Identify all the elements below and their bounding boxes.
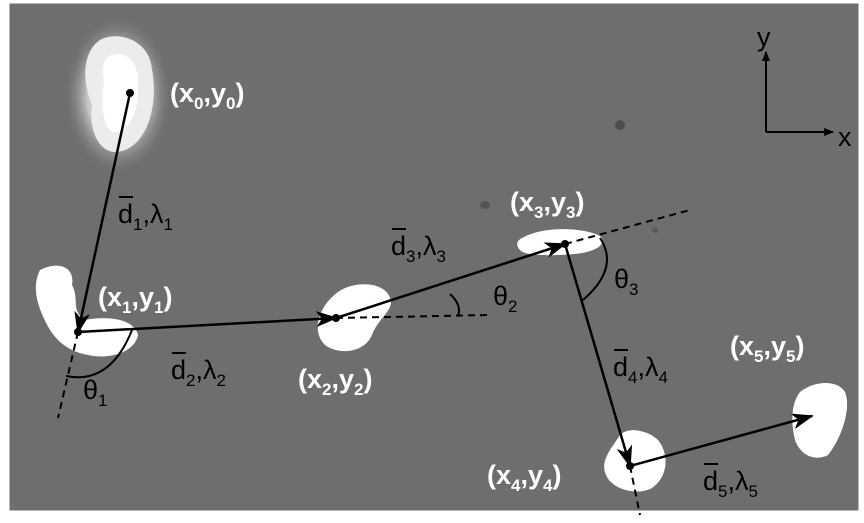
centroid-2 <box>332 314 340 322</box>
step3-arrow <box>335 242 567 320</box>
angle-label-3: θ3 <box>614 264 639 299</box>
svg-text:d4,λ4: d4,λ4 <box>613 352 668 387</box>
step-label-3: d3,λ3 <box>391 228 446 266</box>
x-axis-label: x <box>838 122 852 152</box>
angle3-reference-line <box>564 209 691 245</box>
angle2-arc <box>449 293 460 317</box>
centroid-3 <box>561 240 569 248</box>
step2-arrow <box>77 311 338 334</box>
centroid-1 <box>74 328 82 336</box>
position-label-3: (x3,y3) <box>510 187 584 222</box>
svg-text:d3,λ3: d3,λ3 <box>391 231 446 266</box>
position-label-2: (x2,y2) <box>298 364 372 399</box>
cell-3 <box>517 229 603 256</box>
step-label-4: d4,λ4 <box>613 349 668 387</box>
position-label-4: (x4,y4) <box>487 460 561 495</box>
step-label-1: d1,λ1 <box>118 196 173 234</box>
cell-1 <box>35 265 138 357</box>
angle1-reference-line <box>57 331 79 419</box>
angle2-reference-line <box>335 314 491 319</box>
svg-text:d1,λ1: d1,λ1 <box>118 199 173 234</box>
centroid-4 <box>626 462 634 470</box>
y-axis-label: y <box>757 22 771 52</box>
angle1-arc <box>65 329 133 379</box>
position-label-5: (x5,y5) <box>730 331 804 366</box>
angle-label-1: θ1 <box>83 375 108 410</box>
angle3-arc <box>582 237 608 301</box>
angle4-reference-line <box>629 465 641 516</box>
step1-arrow <box>74 92 132 334</box>
centroid-0 <box>126 89 134 97</box>
step-label-2: d2,λ2 <box>171 352 226 390</box>
step-label-5: d5,λ5 <box>703 463 758 501</box>
angle-label-2: θ2 <box>493 281 518 316</box>
position-label-0: (x0,y0) <box>170 78 244 113</box>
svg-text:d5,λ5: d5,λ5 <box>703 466 758 501</box>
step4-arrow <box>563 243 633 468</box>
axes-indicator: y x <box>757 22 852 152</box>
step5-arrow <box>629 413 814 468</box>
cell-0 <box>63 15 173 175</box>
position-label-1: (x1,y1) <box>98 282 172 317</box>
svg-text:d2,λ2: d2,λ2 <box>171 355 226 390</box>
cell-5 <box>792 383 848 458</box>
